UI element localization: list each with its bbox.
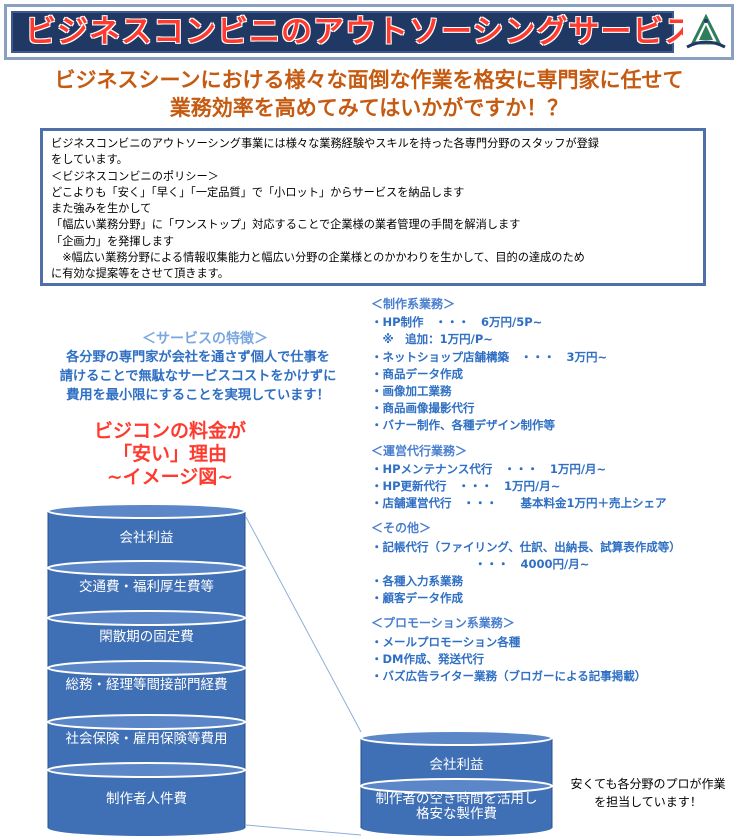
- cylinder-segment: 制作者人件費: [47, 762, 246, 837]
- features-body: 各分野の専門家が会社を通さず個人で仕事を 請けることで無駄なサービスコストをかけ…: [28, 348, 368, 405]
- service-item: ・各種入力系業務: [371, 574, 463, 589]
- intro-box: ビジネスコンビニのアウトソーシング事業には様々な業務経験やスキルを持った各専門分…: [40, 128, 706, 286]
- service-group-other: ＜その他＞ ・記帳代行（ファイリング、仕訳、出納長、試算表作成等） ・・・ 40…: [371, 520, 731, 607]
- service-item: ・商品データ作成: [371, 366, 463, 381]
- cylinder-segment: 制作者の空き時間を活用し格安な製作費: [360, 778, 553, 837]
- service-group-heading: ＜運営代行業務＞: [371, 443, 468, 458]
- intro-line: また強みを生かして: [51, 202, 152, 216]
- features-line: 各分野の専門家が会社を通さず個人で仕事を: [66, 350, 330, 365]
- subtitle-line-1: ビジネスシーンにおける様々な面倒な作業を格安に専門家に任せて: [54, 68, 684, 92]
- subtitle: ビジネスシーンにおける様々な面倒な作業を格安に専門家に任せて 業務効率を高めてみ…: [0, 66, 738, 122]
- intro-line: に有効な提案等をさせて頂きます。: [51, 267, 229, 281]
- service-item: ・HPメンテナンス代行 ・・・ 1万円/月~: [371, 461, 607, 476]
- service-item: ・店舗運営代行 ・・・ 基本料金1万円＋売上シェア: [371, 496, 667, 511]
- header-banner: ビジネスコンビニのアウトソーシングサービス！: [4, 4, 734, 60]
- cylinder-label: 制作者人件費: [106, 791, 187, 807]
- intro-line: 「企画力」を発揮します: [51, 234, 175, 248]
- price-reason-title: ビジコンの料金が 「安い」理由 ~イメージ図~: [50, 420, 290, 489]
- header-title-bar: ビジネスコンビニのアウトソーシングサービス！: [11, 11, 727, 53]
- service-item: ・・・ 4000円/月~: [371, 556, 590, 571]
- service-group-heading: ＜プロモーション系業務＞: [371, 616, 515, 631]
- cylinder-label: 会社利益: [119, 530, 174, 546]
- intro-line: をしています。: [51, 153, 128, 167]
- service-item: ・ネットショップ店舗構築 ・・・ 3万円~: [371, 349, 608, 364]
- subtitle-line-2: 業務効率を高めてみてはいかがですか！？: [169, 96, 569, 120]
- intro-line: ビジネスコンビニのアウトソーシング事業には様々な業務経験やスキルを持った各専門分…: [51, 137, 599, 150]
- page-title: ビジネスコンビニのアウトソーシングサービス！: [25, 14, 729, 50]
- price-title-line-3: ~イメージ図~: [106, 466, 234, 488]
- service-item: ・DM作成、発送代行: [371, 651, 484, 666]
- service-item: ※ 追加：1万円/P~: [371, 332, 493, 347]
- intro-line: ※幅広い業務分野による情報収集能力と幅広い分野の企業様とのかかわりを生かして、目…: [51, 251, 585, 265]
- intro-line: 「幅広い業務分野」に「ワンストップ」対応することで企業様の業者管理の手間を解消し…: [51, 218, 521, 232]
- pyramid-logo-icon: [683, 13, 729, 53]
- features-line: 費用を最小限にすることを実現しています！: [66, 388, 330, 403]
- service-item: ・商品画像撮影代行: [371, 401, 475, 416]
- service-item: ・バナー制作、各種デザイン制作等: [371, 418, 555, 433]
- service-item: ・バズ広告ライター業務（ブロガーによる記事掲載）: [371, 669, 647, 684]
- service-item: ・HP更新代行 ・・・ 1万円/月~: [371, 479, 561, 494]
- features-line: 請けることで無駄なサービスコストをかけずに: [59, 369, 337, 384]
- pro-note: 安くても各分野のプロが作業を担当しています！: [570, 777, 726, 809]
- price-title-line-1: ビジコンの料金が: [93, 420, 246, 442]
- service-item: ・顧客データ作成: [371, 591, 463, 606]
- service-item: ・メールプロモーション各種: [371, 634, 521, 649]
- cylinder-label: 社会保険・雇用保険等費用: [65, 731, 228, 747]
- service-group-promotion: ＜プロモーション系業務＞ ・メールプロモーション各種 ・DM作成、発送代行 ・バ…: [371, 615, 731, 685]
- intro-line: ＜ビジネスコンビニのポリシー＞: [51, 169, 219, 183]
- cylinder-label: 総務・経理等間接部門経費: [65, 677, 228, 693]
- service-item: ・HP制作 ・・・ 6万円/5P~: [371, 315, 543, 330]
- service-group-operations: ＜運営代行業務＞ ・HPメンテナンス代行 ・・・ 1万円/月~ ・HP更新代行 …: [371, 443, 731, 513]
- service-item: ・画像加工業務: [371, 384, 452, 399]
- service-group-heading: ＜制作系業務＞: [371, 297, 456, 311]
- cylinder-label: 交通費・福利厚生費等: [79, 579, 214, 595]
- services-list: ＜制作系業務＞ ・HP制作 ・・・ 6万円/5P~ ※ 追加：1万円/P~ ・ネ…: [371, 296, 731, 693]
- intro-line: どこよりも「安く」「早く」「一定品質」で「小ロット」からサービスを納品します: [51, 185, 465, 199]
- price-title-line-2: 「安い」理由: [112, 443, 227, 465]
- service-item: ・記帳代行（ファイリング、仕訳、出納長、試算表作成等）: [371, 539, 681, 554]
- service-group-production: ＜制作系業務＞ ・HP制作 ・・・ 6万円/5P~ ※ 追加：1万円/P~ ・ネ…: [371, 296, 731, 435]
- service-group-heading: ＜その他＞: [371, 521, 432, 536]
- cylinder-label: 閑散期の固定費: [99, 629, 194, 645]
- cylinder-label: 会社利益: [429, 757, 484, 773]
- cylinder-label: 制作者の空き時間を活用し格安な製作費: [375, 791, 538, 822]
- features-heading: ＜サービスの特徴＞: [142, 331, 268, 347]
